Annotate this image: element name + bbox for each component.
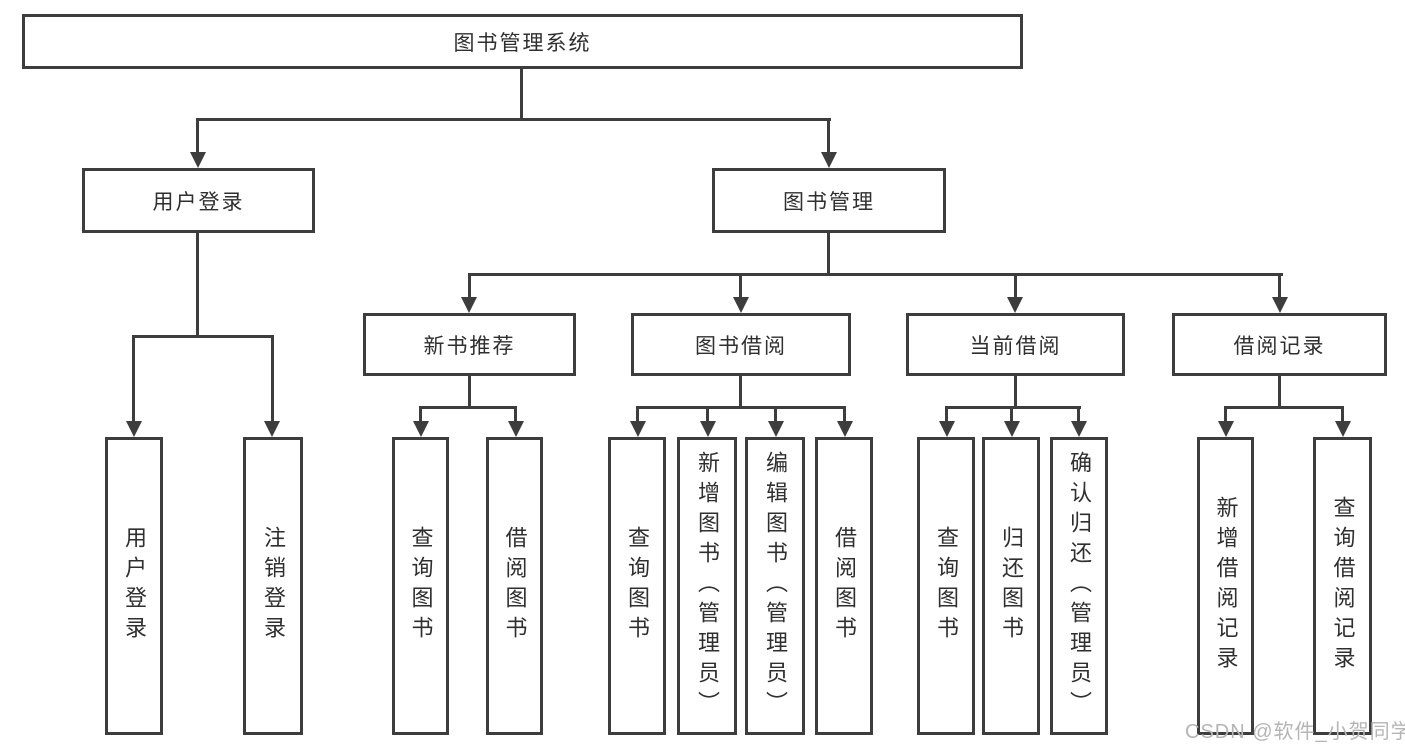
- leaf-borrow-books-recommend: 借阅图书: [486, 437, 543, 735]
- connector-book-mgmt-stub: [827, 233, 830, 276]
- leaf-query-borrow-record-label: 查询借阅记录: [1330, 496, 1356, 676]
- connector-level2-horizontal: [196, 118, 831, 121]
- node-borrowing-records-label: 借阅记录: [1233, 334, 1326, 358]
- connector-leaf-drop: [419, 406, 422, 423]
- leaf-add-borrow-record: 新增借阅记录: [1197, 437, 1254, 735]
- leaf-logout-label: 注销登录: [261, 526, 286, 646]
- arrow-down-icon: [1007, 297, 1023, 313]
- csdn-watermark: CSDN @软件_小贺同学: [1185, 721, 1405, 743]
- leaf-return-books-label: 归还图书: [999, 526, 1024, 646]
- node-user-login: 用户登录: [82, 168, 315, 233]
- node-new-book-recommend: 新书推荐: [363, 313, 576, 376]
- leaf-confirm-return-admin: 确认归还（管理员）: [1050, 437, 1108, 735]
- connector-section-drop: [1278, 273, 1281, 300]
- connector-group-horizontal: [945, 406, 1081, 409]
- arrow-down-icon: [939, 421, 955, 437]
- leaf-user-login: 用户登录: [105, 437, 163, 735]
- node-new-book-recommend-label: 新书推荐: [423, 334, 516, 358]
- connector-leaf-drop: [1224, 406, 1227, 423]
- connector-section-stub: [1278, 376, 1281, 408]
- node-book-management-label: 图书管理: [783, 190, 875, 214]
- node-user-login-label: 用户登录: [152, 190, 245, 214]
- leaf-borrow-books: 借阅图书: [815, 437, 873, 735]
- node-borrowing-records: 借阅记录: [1172, 313, 1387, 376]
- connector-leaf-drop: [774, 406, 777, 423]
- leaf-add-borrow-record-label: 新增借阅记录: [1213, 496, 1239, 676]
- connector-leaf-drop: [843, 406, 846, 423]
- leaf-edit-books-admin-label: 编辑图书（管理员）: [763, 451, 788, 721]
- leaf-query-books-borrowing-label: 查询图书: [625, 526, 650, 646]
- leaf-query-books-recommend-label: 查询图书: [408, 526, 434, 646]
- leaf-borrow-books-recommend-label: 借阅图书: [502, 526, 528, 646]
- arrow-down-icon: [413, 421, 429, 437]
- connector-section-stub: [739, 376, 742, 408]
- connector-leaf-drop: [1010, 406, 1013, 423]
- node-book-borrowing-label: 图书借阅: [695, 334, 787, 358]
- connector-leaf-drop: [706, 406, 709, 423]
- arrow-down-icon: [190, 152, 206, 168]
- arrow-down-icon: [821, 152, 837, 168]
- connector-user-login-horizontal: [132, 335, 274, 338]
- connector-section-drop: [1014, 273, 1017, 300]
- connector-book-mgmt-drop: [827, 118, 830, 154]
- leaf-edit-books-admin: 编辑图书（管理员）: [745, 437, 805, 735]
- arrow-down-icon: [1071, 421, 1087, 437]
- connector-leaf-drop: [271, 335, 274, 423]
- node-root: 图书管理系统: [22, 14, 1023, 69]
- connector-leaf-drop: [1077, 406, 1080, 423]
- arrow-down-icon: [630, 421, 646, 437]
- arrow-down-icon: [700, 421, 716, 437]
- arrow-down-icon: [1335, 421, 1351, 437]
- connector-group-horizontal: [1224, 406, 1344, 409]
- arrow-down-icon: [1272, 297, 1288, 313]
- arrow-down-icon: [126, 421, 142, 437]
- connector-leaf-drop: [132, 335, 135, 423]
- connector-root-stub: [520, 68, 523, 118]
- leaf-return-books: 归还图书: [982, 437, 1040, 735]
- node-book-borrowing: 图书借阅: [631, 313, 851, 376]
- connector-section-drop: [468, 273, 471, 300]
- leaf-query-books-borrowing: 查询图书: [608, 437, 666, 735]
- node-current-borrowing-label: 当前借阅: [969, 334, 1062, 358]
- connector-section-drop: [739, 273, 742, 300]
- leaf-query-books-current: 查询图书: [917, 437, 975, 735]
- connector-user-login-stub: [196, 233, 199, 337]
- node-current-borrowing: 当前借阅: [906, 313, 1125, 376]
- connector-leaf-drop: [636, 406, 639, 423]
- leaf-borrow-books-label: 借阅图书: [832, 526, 857, 646]
- arrow-down-icon: [264, 421, 280, 437]
- leaf-logout: 注销登录: [243, 437, 303, 735]
- leaf-add-books-admin-label: 新增图书（管理员）: [695, 451, 720, 721]
- connector-section-stub: [1014, 376, 1017, 408]
- connector-group-horizontal: [636, 406, 846, 409]
- connector-user-login-drop: [196, 118, 199, 154]
- connector-leaf-drop: [514, 406, 517, 423]
- connector-group-horizontal: [419, 406, 517, 409]
- arrow-down-icon: [768, 421, 784, 437]
- leaf-query-borrow-record: 查询借阅记录: [1313, 437, 1372, 735]
- arrow-down-icon: [1004, 421, 1020, 437]
- leaf-query-books-current-label: 查询图书: [934, 526, 959, 646]
- arrow-down-icon: [837, 421, 853, 437]
- node-root-label: 图书管理系统: [453, 31, 592, 55]
- leaf-query-books-recommend: 查询图书: [392, 437, 449, 735]
- connector-level3-horizontal: [468, 273, 1283, 276]
- arrow-down-icon: [1218, 421, 1234, 437]
- connector-leaf-drop: [945, 406, 948, 423]
- leaf-add-books-admin: 新增图书（管理员）: [677, 437, 737, 735]
- arrow-down-icon: [733, 297, 749, 313]
- connector-section-stub: [468, 376, 471, 408]
- connector-leaf-drop: [1341, 406, 1344, 423]
- leaf-confirm-return-admin-label: 确认归还（管理员）: [1067, 451, 1092, 721]
- node-book-management: 图书管理: [712, 168, 946, 233]
- leaf-user-login-label: 用户登录: [122, 526, 147, 646]
- arrow-down-icon: [461, 297, 477, 313]
- arrow-down-icon: [508, 421, 524, 437]
